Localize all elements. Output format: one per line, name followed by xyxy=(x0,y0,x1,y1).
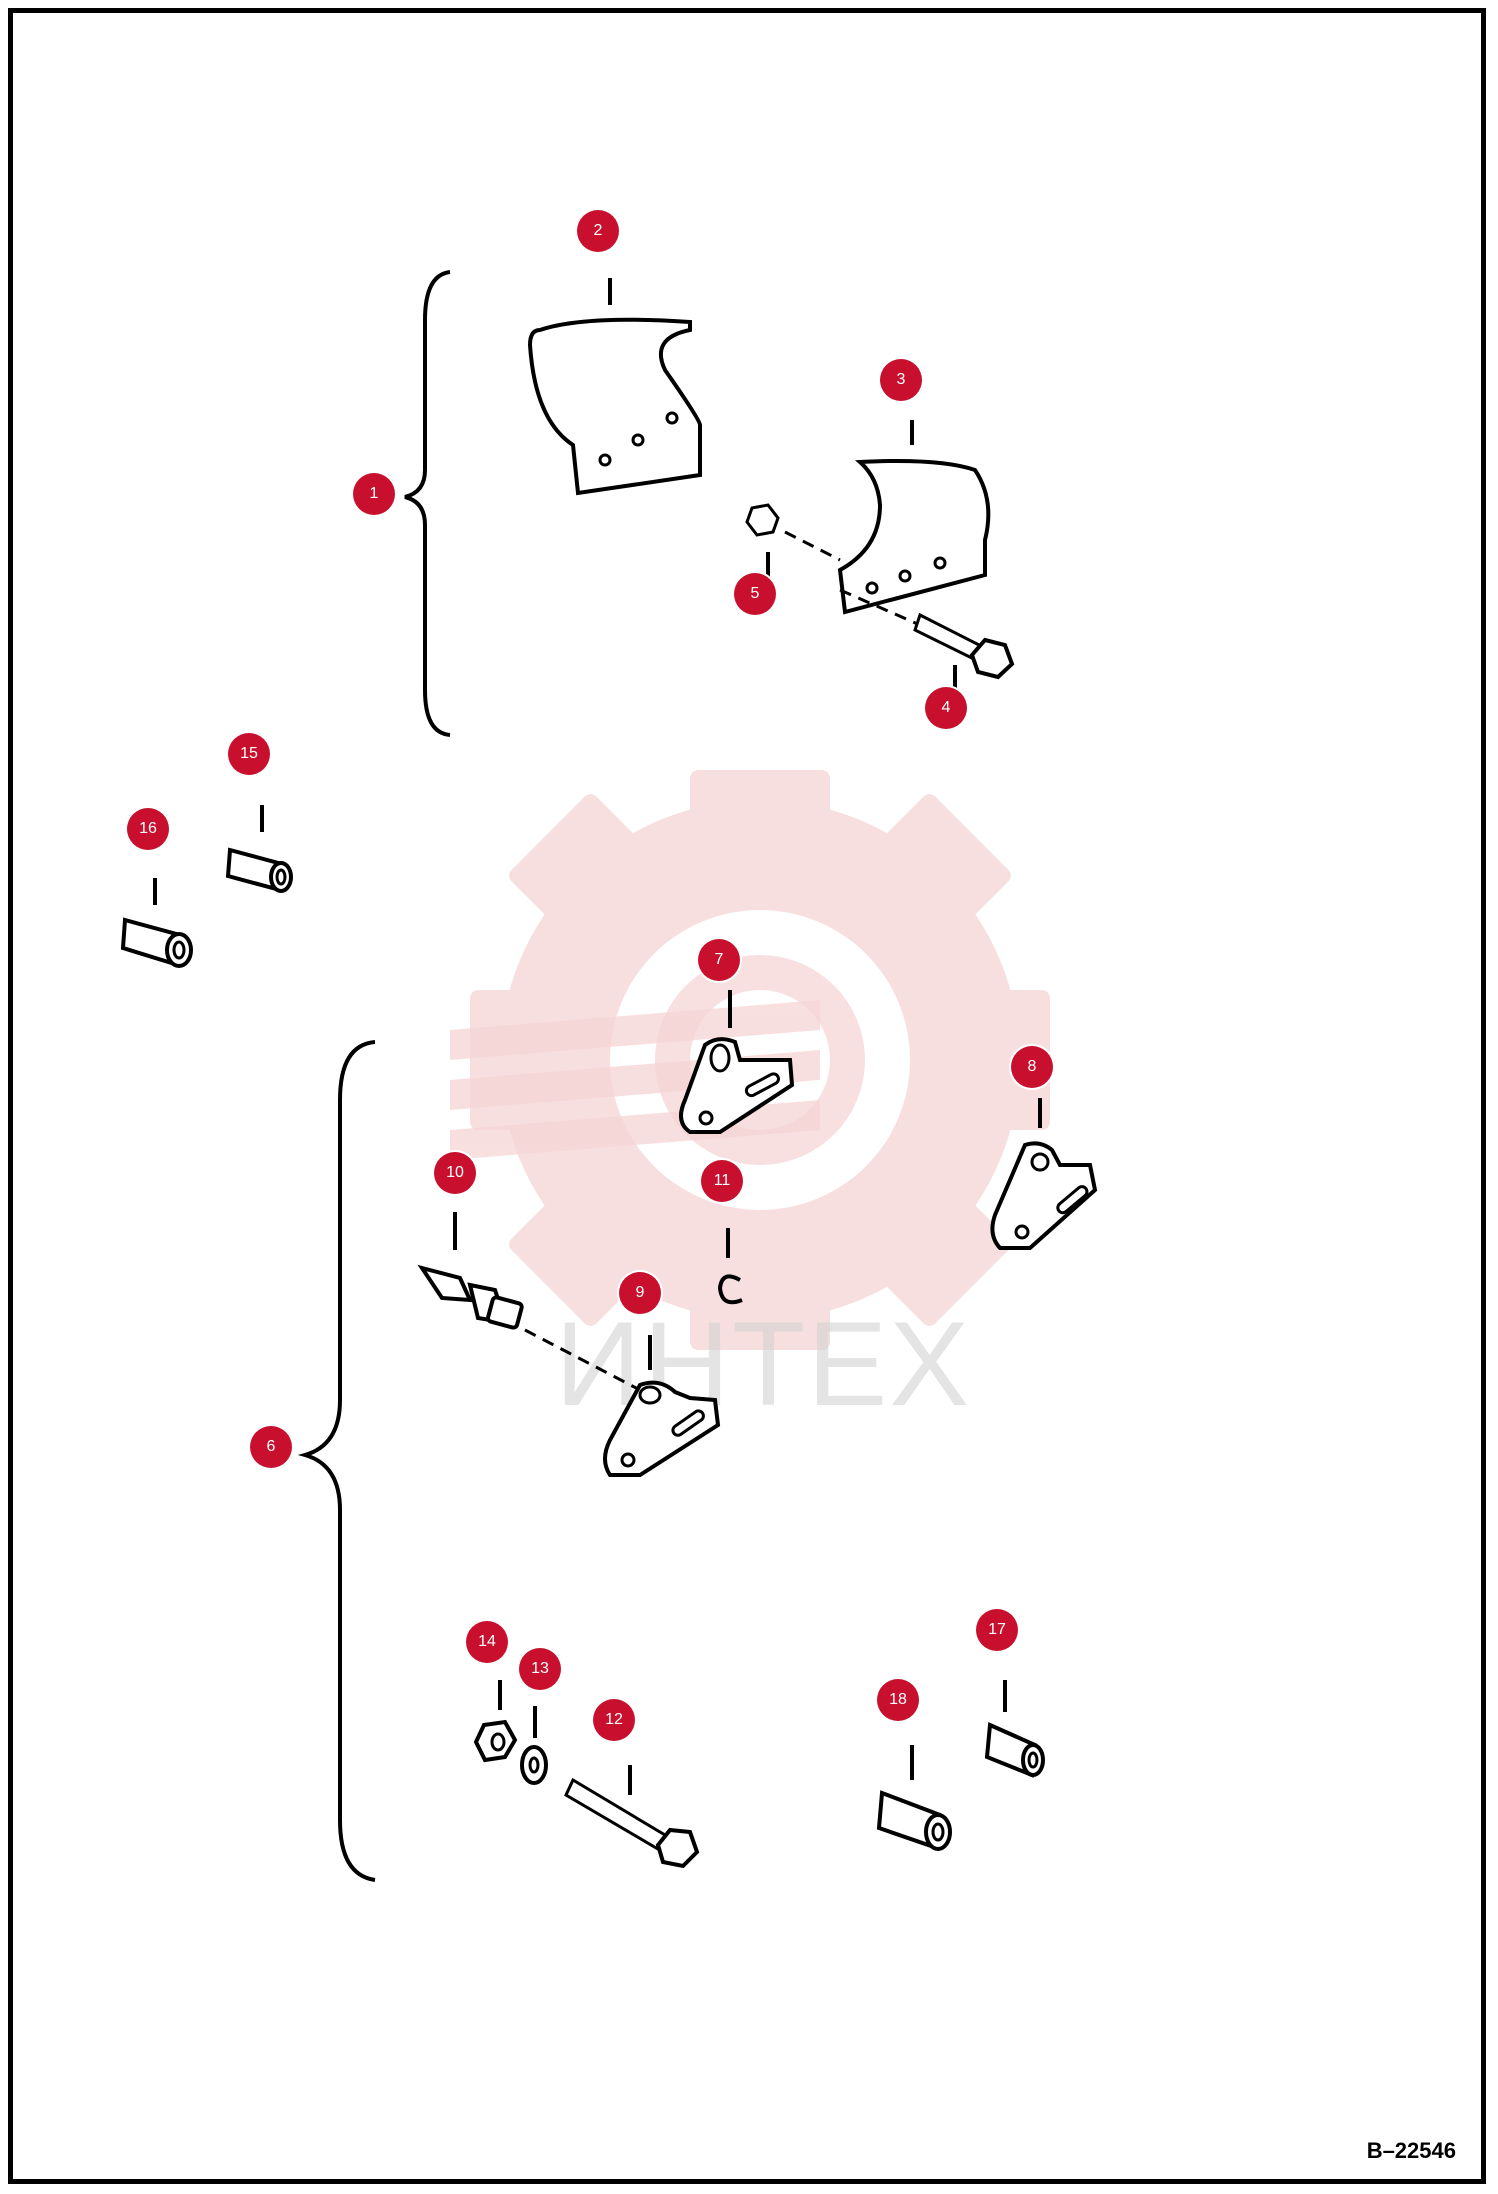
part-3-shield xyxy=(837,420,991,615)
part-5-nut xyxy=(745,503,841,580)
part-8-link-plate xyxy=(990,1098,1098,1250)
part-11-clip xyxy=(717,1228,743,1305)
part-9-link-plate xyxy=(603,1335,721,1477)
diagram-reference-code: B–22546 xyxy=(1366,2138,1456,2163)
callout-2[interactable]: 2 xyxy=(577,210,619,252)
watermark-text: ИНТЕХ xyxy=(555,1297,972,1431)
part-2-shield xyxy=(527,278,702,496)
bracket-group-6 xyxy=(297,1040,376,1882)
part-7-link-plate xyxy=(679,990,795,1134)
callout-13[interactable]: 13 xyxy=(519,1648,561,1690)
callout-16[interactable]: 16 xyxy=(127,808,169,850)
callout-4[interactable]: 4 xyxy=(925,687,967,729)
callout-6[interactable]: 6 xyxy=(250,1426,292,1468)
callout-12[interactable]: 12 xyxy=(593,1699,635,1741)
callout-11[interactable]: 11 xyxy=(701,1160,743,1202)
part-4-bolt xyxy=(839,588,1015,690)
part-13-washer xyxy=(520,1706,548,1785)
callout-14[interactable]: 14 xyxy=(466,1621,508,1663)
part-16-bushing xyxy=(120,878,193,968)
part-10-pin xyxy=(417,1212,641,1392)
callout-1[interactable]: 1 xyxy=(353,473,395,515)
callout-17[interactable]: 17 xyxy=(976,1609,1018,1651)
part-18-bushing xyxy=(876,1745,952,1851)
part-12-bolt xyxy=(564,1765,700,1869)
part-17-bushing xyxy=(984,1680,1045,1778)
callout-5[interactable]: 5 xyxy=(734,573,776,615)
callout-8[interactable]: 8 xyxy=(1011,1046,1053,1088)
callout-7[interactable]: 7 xyxy=(698,939,740,981)
callout-18[interactable]: 18 xyxy=(877,1679,919,1721)
part-15-bushing xyxy=(225,805,293,893)
callout-15[interactable]: 15 xyxy=(228,733,270,775)
callout-10[interactable]: 10 xyxy=(434,1152,476,1194)
callout-9[interactable]: 9 xyxy=(619,1272,661,1314)
bracket-group-1 xyxy=(404,270,451,737)
callout-3[interactable]: 3 xyxy=(880,359,922,401)
part-14-nut xyxy=(473,1680,518,1763)
